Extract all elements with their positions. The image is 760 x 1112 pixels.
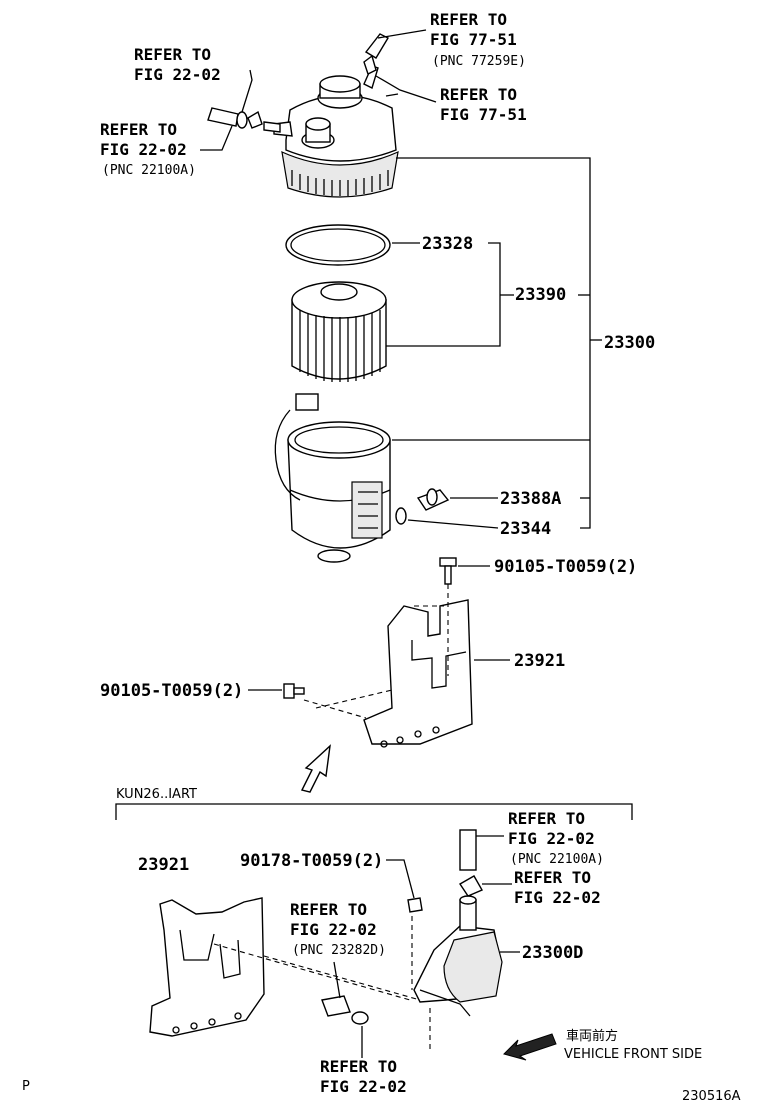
svg-text:FIG 22-02: FIG 22-02 <box>320 1077 407 1096</box>
direction-arrow-icon <box>300 744 331 793</box>
section-label: KUN26..IART <box>116 787 197 802</box>
svg-text:VEHICLE FRONT SIDE: VEHICLE FRONT SIDE <box>564 1047 702 1062</box>
callout-refer-fig-22-02: REFER TO FIG 22-02 <box>134 45 221 84</box>
part-number-23390: 23390 <box>515 285 566 305</box>
svg-text:FIG 22-02: FIG 22-02 <box>134 65 221 84</box>
filter-cap-illustration <box>273 65 399 198</box>
svg-text:FIG 22-02: FIG 22-02 <box>508 829 595 848</box>
filter-bowl-illustration <box>274 393 391 563</box>
callout-refer-fig-22-02-pnc-22100a-bottom: REFER TO FIG 22-02 (PNC 22100A) <box>508 809 604 867</box>
svg-text:REFER TO: REFER TO <box>134 45 211 64</box>
callout-refer-fig-22-02-pnc-23282d: REFER TO FIG 22-02 (PNC 23282D) <box>290 900 386 958</box>
part-number-23921-top: 23921 <box>514 651 565 671</box>
svg-text:REFER TO: REFER TO <box>514 868 591 887</box>
svg-text:FIG 22-02: FIG 22-02 <box>514 888 601 907</box>
svg-text:FIG 22-02: FIG 22-02 <box>290 920 377 939</box>
section-bracket <box>115 803 633 820</box>
svg-text:(PNC 23282D): (PNC 23282D) <box>292 943 386 958</box>
svg-text:REFER TO: REFER TO <box>430 10 507 29</box>
fuel-damper-illustration <box>413 895 503 1017</box>
filter-element-illustration <box>291 281 387 382</box>
svg-text:REFER TO: REFER TO <box>320 1057 397 1076</box>
bolt-illustration <box>283 683 305 699</box>
svg-text:(PNC 22100A): (PNC 22100A) <box>510 852 604 867</box>
svg-text:(PNC 77259E): (PNC 77259E) <box>432 54 526 69</box>
vehicle-front-arrow-icon <box>503 1033 557 1061</box>
bracket-illustration <box>149 897 265 1037</box>
callout-refer-fig-22-02-bottom-right: REFER TO FIG 22-02 <box>514 868 601 907</box>
svg-text:REFER TO: REFER TO <box>290 900 367 919</box>
svg-text:FIG 77-51: FIG 77-51 <box>430 30 517 49</box>
svg-text:(PNC 22100A): (PNC 22100A) <box>102 163 196 178</box>
part-number-nut: 90178-T0059(2) <box>240 851 383 871</box>
part-number-23921-bottom: 23921 <box>138 855 189 875</box>
callout-refer-fig-77-51-pnc: REFER TO FIG 77-51 (PNC 77259E) <box>430 10 526 69</box>
vehicle-front-label: 車両前方 VEHICLE FRONT SIDE <box>564 1028 702 1062</box>
part-number-bolt-left: 90105-T0059(2) <box>100 681 243 701</box>
corner-code: P <box>22 1079 30 1094</box>
part-number-23300d: 23300D <box>522 943 583 963</box>
part-number-23344: 23344 <box>500 519 551 539</box>
callout-refer-fig-22-02-pnc-22100a: REFER TO FIG 22-02 (PNC 22100A) <box>100 120 196 178</box>
part-number-bolt-top: 90105-T0059(2) <box>494 557 637 577</box>
svg-text:FIG 77-51: FIG 77-51 <box>440 105 527 124</box>
part-number-23388a: 23388A <box>500 489 561 509</box>
svg-text:REFER TO: REFER TO <box>508 809 585 828</box>
svg-text:FIG 22-02: FIG 22-02 <box>100 140 187 159</box>
svg-text:REFER TO: REFER TO <box>440 85 517 104</box>
part-number-23328: 23328 <box>422 234 473 254</box>
o-ring-illustration <box>285 224 391 266</box>
fuel-hose-illustration <box>321 829 483 1025</box>
callout-refer-fig-77-51: REFER TO FIG 77-51 <box>440 85 527 124</box>
svg-text:REFER TO: REFER TO <box>100 120 177 139</box>
bracket-illustration <box>363 599 473 748</box>
drain-plug-illustration <box>395 488 450 525</box>
bolt-illustration <box>439 557 457 585</box>
figure-id: 230516A <box>682 1089 741 1104</box>
fuel-hose-illustration <box>207 33 389 133</box>
svg-text:車両前方: 車両前方 <box>566 1028 618 1044</box>
part-number-23300: 23300 <box>604 333 655 353</box>
callout-refer-fig-22-02-bottom: REFER TO FIG 22-02 <box>320 1057 407 1096</box>
